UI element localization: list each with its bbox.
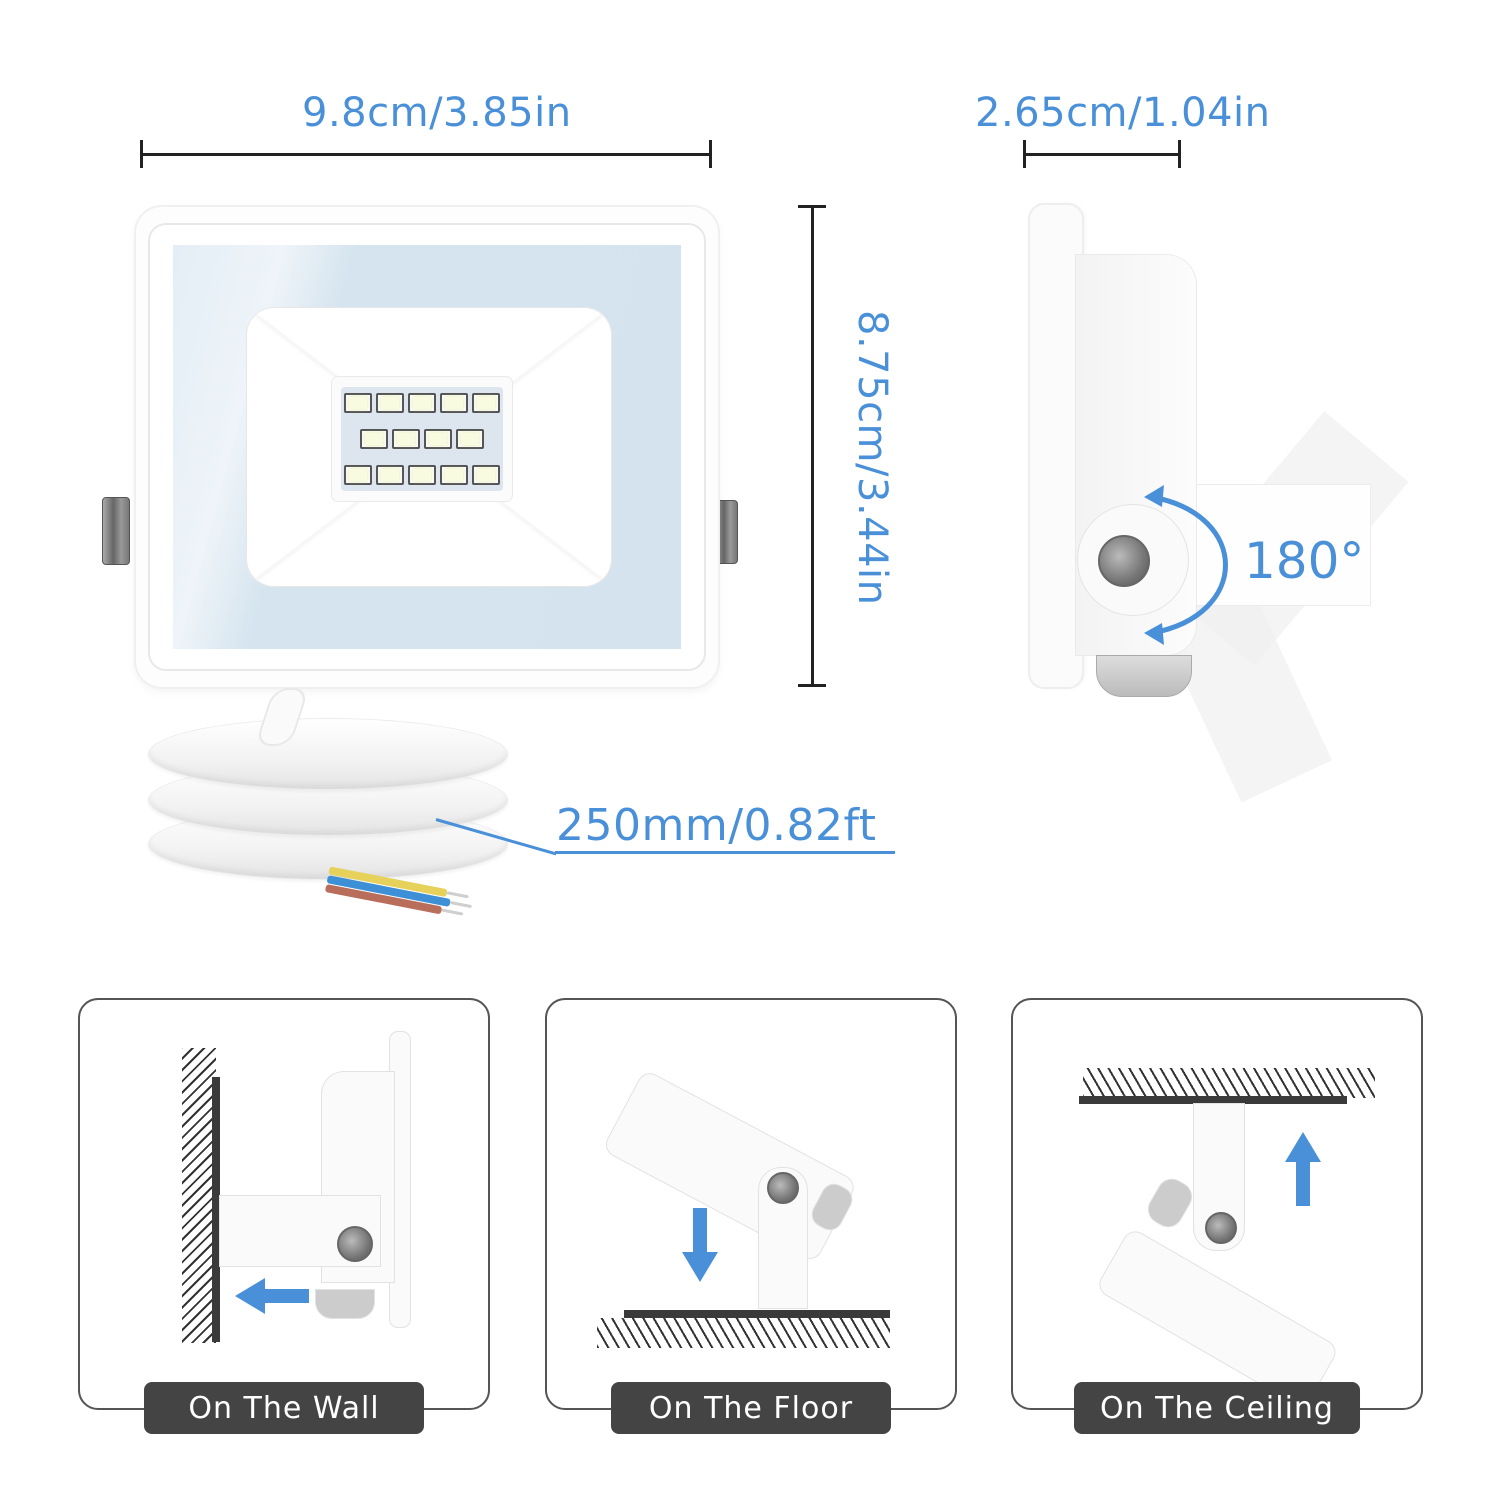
ceiling-surface [1079,1096,1347,1104]
arrow-left-icon [235,1278,309,1314]
wall-surface [212,1077,220,1342]
wall-gland [316,1290,374,1318]
cable-loop-top [148,718,508,790]
cable-wire-ends [322,866,487,936]
led-chip [472,465,500,485]
cable-gland [1096,655,1192,697]
led-chip [376,465,404,485]
height-dimension-line [811,206,814,686]
floor-lamp-housing [602,1070,857,1263]
led-row-3 [344,465,500,485]
led-chip [440,393,468,413]
led-chip [472,393,500,413]
floodlight-front-view [136,207,718,687]
led-row-1 [344,393,500,413]
ceiling-screw-icon [1205,1212,1237,1244]
ceiling-gland [1143,1174,1197,1232]
led-chip [376,393,404,413]
width-tick-right [709,140,712,168]
led-chip [344,393,372,413]
led-pcb [341,387,503,491]
front-plate [1030,205,1082,687]
mount-card-wall: On The Wall [78,998,490,1434]
led-chip-board [332,377,512,501]
wall-screw-icon [337,1226,373,1262]
mount-label-floor: On The Floor [611,1382,891,1434]
led-row-2 [360,429,484,449]
mount-card-floor: On The Floor [545,998,957,1434]
depth-dimension-label: 2.65cm/1.04in [975,90,1271,136]
floor-surface [624,1310,890,1318]
power-cable-coil [146,688,516,918]
rotation-arrow-icon [1144,485,1228,645]
led-chip [408,393,436,413]
led-chip [408,465,436,485]
width-tick-left [140,140,143,168]
height-dimension-label: 8.75cm/3.44in [849,310,895,606]
floor-screw-icon [767,1172,799,1204]
led-chip [424,429,452,449]
cable-length-label: 250mm/0.82ft [556,800,877,851]
floor-hatch [597,1318,890,1348]
ceiling-hatch [1083,1068,1375,1098]
depth-dimension-line [1024,153,1180,156]
height-tick-bottom [798,684,826,687]
width-dimension-label: 9.8cm/3.85in [302,90,572,136]
hinge-screw-icon [1098,535,1150,587]
led-chip [456,429,484,449]
rotation-angle-label: 180° [1244,532,1365,590]
depth-tick-left [1023,140,1026,168]
led-chip [392,429,420,449]
depth-tick-right [1178,140,1181,168]
led-chip [360,429,388,449]
mount-card-ceiling: On The Ceiling [1011,998,1423,1434]
height-tick-top [798,205,826,208]
arrow-down-icon [682,1208,718,1282]
led-chip [344,465,372,485]
mount-label-wall: On The Wall [144,1382,424,1434]
width-dimension-line [141,153,711,156]
arrow-up-icon [1285,1132,1321,1206]
cable-leader-underline [555,851,895,854]
led-chip [440,465,468,485]
wall-hatch [182,1048,216,1343]
mount-label-ceiling: On The Ceiling [1074,1382,1360,1434]
wall-lamp-plate [390,1032,410,1327]
left-mount-nut [102,497,130,565]
